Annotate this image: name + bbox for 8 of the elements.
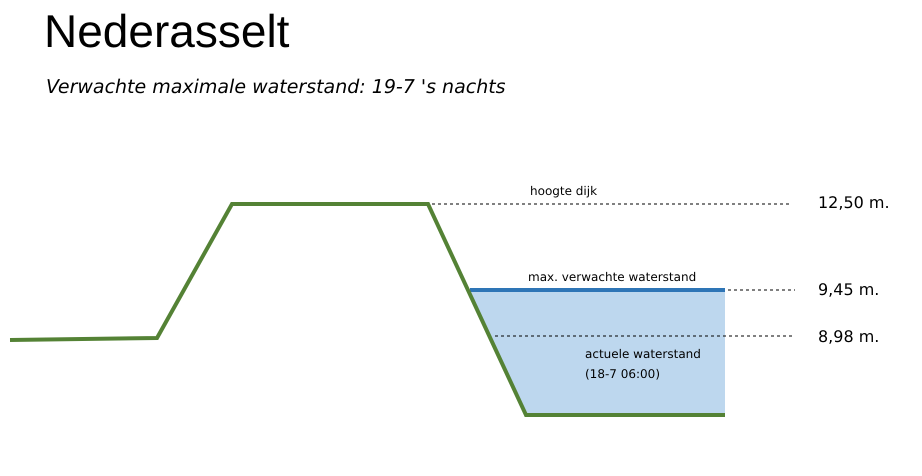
dimension-value: 8,98 m.	[818, 327, 880, 346]
dimension-value: 12,50 m.	[818, 193, 890, 212]
level-label: hoogte dijk	[530, 184, 598, 198]
level-label: actuele waterstand (18-7 06:00)	[585, 346, 702, 383]
title: Nederasselt	[44, 4, 290, 58]
subtitle: Verwachte maximale waterstand: 19-7 's nachts	[46, 76, 506, 98]
level-label: max. verwachte waterstand	[528, 270, 696, 284]
dimension-value: 9,45 m.	[818, 280, 880, 299]
